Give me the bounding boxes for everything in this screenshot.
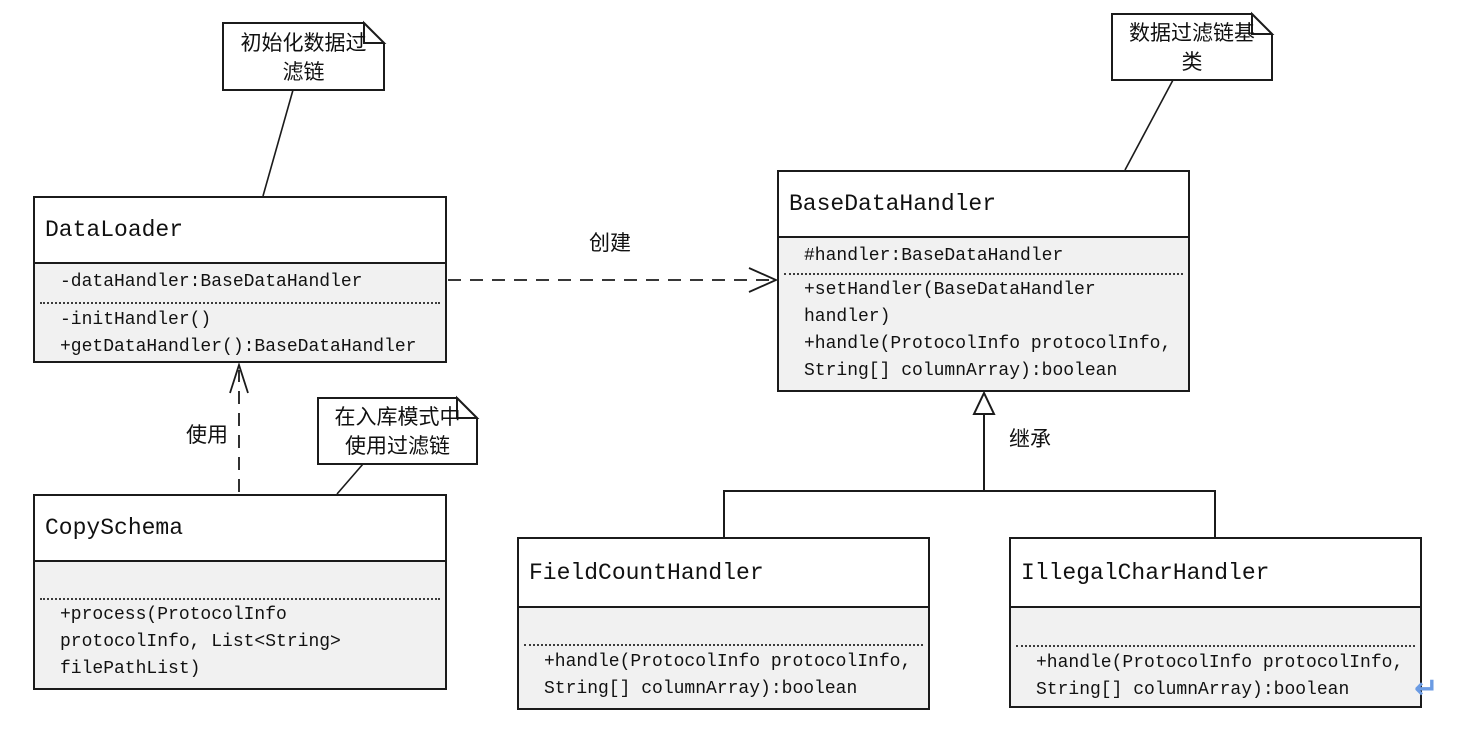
class-body: +handle(ProtocolInfo protocolInfo, Strin… [1011, 608, 1420, 706]
class-methods: +handle(ProtocolInfo protocolInfo, Strin… [544, 652, 912, 699]
attribute-method-separator [1016, 645, 1415, 647]
class-attributes: -dataHandler:BaseDataHandler [60, 272, 363, 292]
class-box-basedatahandler: BaseDataHandler #handler:BaseDataHandler… [777, 170, 1190, 392]
note-copy-mode: 在入库模式中 使用过滤链 [334, 405, 461, 458]
class-body: #handler:BaseDataHandler +setHandler(Bas… [779, 238, 1188, 390]
note-connector-line [262, 89, 294, 197]
note-connector-line [336, 463, 364, 495]
class-name-illegalcharhandler: IllegalCharHandler [1011, 539, 1420, 608]
class-methods: +setHandler(BaseDataHandler handler) +ha… [804, 280, 1172, 381]
class-box-illegalcharhandler: IllegalCharHandler +handle(ProtocolInfo … [1009, 537, 1422, 708]
class-attributes [519, 608, 928, 644]
attribute-method-separator [40, 598, 440, 600]
class-attributes [35, 562, 445, 598]
edge-label-create: 创建 [589, 231, 631, 255]
class-methods: -initHandler() +getDataHandler():BaseDat… [60, 310, 417, 357]
class-attributes: #handler:BaseDataHandler [804, 246, 1064, 266]
inheritance-triangle-icon [972, 390, 996, 415]
class-name-copyschema: CopySchema [35, 496, 445, 562]
attribute-method-separator [524, 644, 923, 646]
class-box-fieldcounthandler: FieldCountHandler +handle(ProtocolInfo p… [517, 537, 930, 710]
note-init-chain: 初始化数据过 滤链 [240, 30, 367, 84]
return-arrow-icon: ↵ [1414, 671, 1439, 705]
class-body: -dataHandler:BaseDataHandler -initHandle… [35, 264, 445, 361]
class-body: +handle(ProtocolInfo protocolInfo, Strin… [519, 608, 928, 708]
attribute-method-separator [784, 273, 1183, 275]
attribute-method-separator [40, 302, 440, 304]
edge-label-use: 使用 [186, 423, 228, 447]
class-box-dataloader: DataLoader -dataHandler:BaseDataHandler … [33, 196, 447, 363]
class-name-basedatahandler: BaseDataHandler [779, 172, 1188, 238]
class-name-dataloader: DataLoader [35, 198, 445, 264]
inheritance-branch-line [723, 490, 1216, 537]
class-body: +process(ProtocolInfo protocolInfo, List… [35, 562, 445, 688]
class-methods: +handle(ProtocolInfo protocolInfo, Strin… [1036, 653, 1404, 700]
use-arrowhead-icon [229, 362, 249, 394]
note-connector-line [1124, 79, 1174, 171]
edge-label-inherit: 继承 [1009, 427, 1051, 451]
class-name-fieldcounthandler: FieldCountHandler [519, 539, 928, 608]
class-attributes [1011, 608, 1420, 645]
class-methods: +process(ProtocolInfo protocolInfo, List… [60, 605, 341, 679]
class-box-copyschema: CopySchema +process(ProtocolInfo protoco… [33, 494, 447, 690]
create-arrowhead-icon [748, 267, 779, 293]
note-base-class: 数据过滤链基 类 [1129, 21, 1255, 74]
